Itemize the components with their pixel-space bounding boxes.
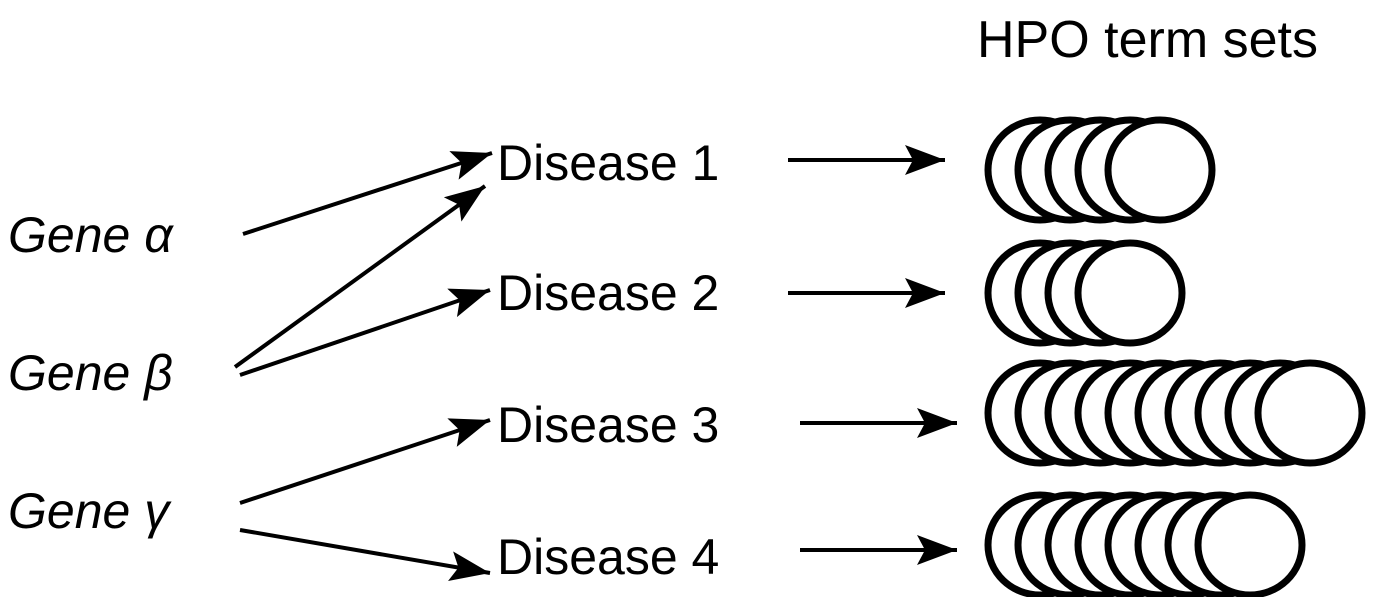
arrow-gene-gamma-to-disease-4 <box>239 528 491 582</box>
hpo-term-circle <box>1194 491 1306 597</box>
disease-2-label: Disease 2 <box>497 265 719 321</box>
hpo-term-circle <box>1074 239 1186 347</box>
arrow-gene-beta-to-disease-2 <box>239 288 491 377</box>
hpo-term-set-disease-3 <box>984 359 1366 467</box>
arrow-gene-gamma-to-disease-3 <box>239 418 491 505</box>
gene-alpha-label: Gene α <box>8 207 174 263</box>
disease-1-label: Disease 1 <box>497 135 719 191</box>
arrow-gene-beta-to-disease-1 <box>233 184 487 369</box>
hpo-term-set-disease-4 <box>984 491 1306 597</box>
gene-beta-label: Gene β <box>8 345 173 401</box>
disease-4-label: Disease 4 <box>497 529 719 585</box>
hpo-term-set-disease-1 <box>984 116 1216 224</box>
hpo-term-circle <box>1254 359 1366 467</box>
hpo-term-circle <box>1104 116 1216 224</box>
disease-3-label: Disease 3 <box>497 397 719 453</box>
arrow-gene-alpha-to-disease-1 <box>242 151 493 236</box>
hpo-term-sets-title: HPO term sets <box>977 11 1318 69</box>
hpo-term-set-disease-2 <box>984 239 1186 347</box>
gene-gamma-label: Gene γ <box>8 483 172 539</box>
